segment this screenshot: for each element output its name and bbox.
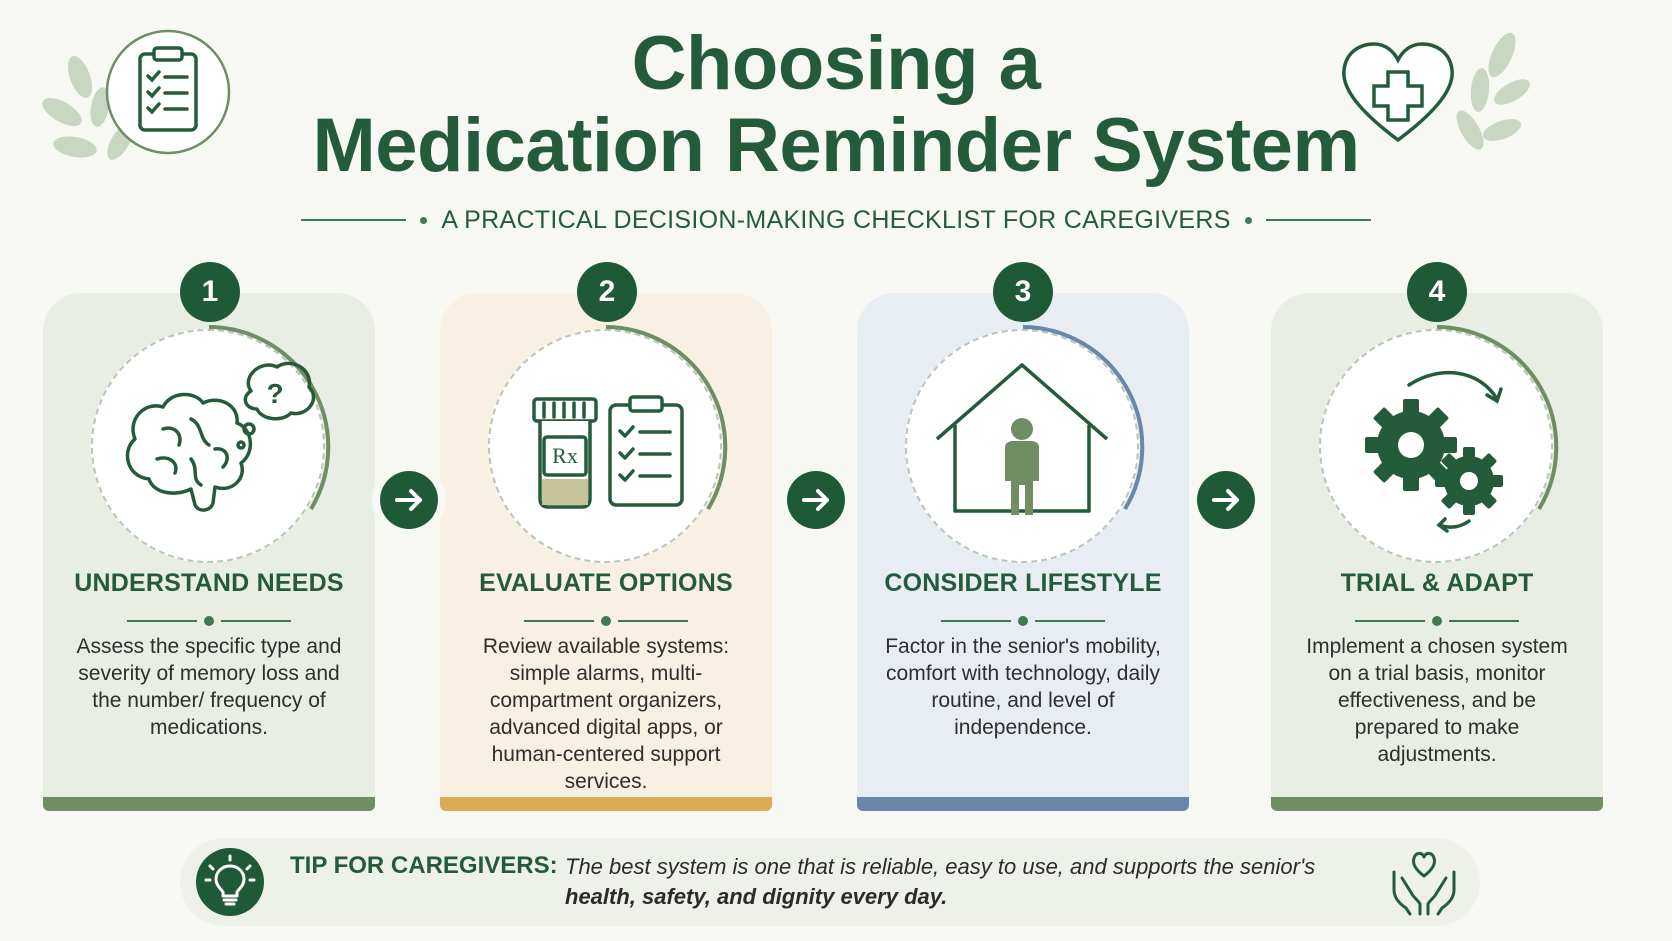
caregiver-tip-panel [180,838,1480,926]
step-number-badge: 4 [1407,262,1467,322]
subtitle-rule-right [1265,219,1371,221]
home-person-icon [935,363,1109,515]
pill-bottle-checklist-icon: Rx [532,395,684,509]
subtitle-dot-right [1244,216,1252,224]
page-subtitle: A PRACTICAL DECISION-MAKING CHECKLIST FO… [441,205,1231,234]
leaves-left-decoration [40,52,150,172]
progress-arc [1436,325,1559,511]
progress-arc [208,325,331,511]
arrow-right-icon [1197,471,1255,529]
arrow-right-icon [787,471,845,529]
leaves-right-decoration [1440,30,1530,160]
tip-text-line2: health, safety, and dignity every day. [565,884,948,909]
step-title: CONSIDER LIFESTYLE [884,569,1162,597]
subtitle-row: A PRACTICAL DECISION-MAKING CHECKLIST FO… [296,202,1376,238]
step-divider [127,616,291,626]
step-number-badge: 3 [993,262,1053,322]
progress-arc [1022,325,1145,511]
step-divider [941,616,1105,626]
tip-label: TIP FOR CAREGIVERS: [290,852,558,879]
tip-text-line1: The best system is one that is reliable,… [565,854,1316,879]
page-title-line1: Choosing a [631,21,1041,106]
step-divider [1355,616,1519,626]
step-divider [524,616,688,626]
progress-arc [605,325,728,511]
subtitle-rule-left [301,219,407,221]
clipboard-emblem-icon [104,28,232,156]
svg-text:?: ? [266,378,283,409]
step-description: Review available systems: simple alarms,… [482,635,730,793]
accent-bar [1271,797,1603,811]
page-title-line2: Medication Reminder System [312,103,1360,188]
step-card-4: TRIAL & ADAPT Implement a chosen system … [1271,293,1603,811]
step-card-3: CONSIDER LIFESTYLE Factor in the senior'… [857,293,1189,811]
hands-heart-icon [1386,846,1462,918]
step-title: EVALUATE OPTIONS [479,569,733,597]
step-number-badge: 1 [180,262,240,322]
accent-bar [440,797,772,811]
arrow-right-icon [380,471,438,529]
accent-bar [857,797,1189,811]
step-card-2: Rx EVALUATE OPTIONS Review available sys… [440,293,772,811]
brain-question-icon: ? [125,361,316,512]
step-title: UNDERSTAND NEEDS [74,569,344,597]
step-number-badge: 2 [577,262,637,322]
accent-bar [43,797,375,811]
lightbulb-icon [196,848,264,916]
tip-text: The best system is one that is reliable,… [565,852,1325,912]
step-description: Assess the specific type and severity of… [76,635,342,739]
svg-text:Rx: Rx [552,443,578,468]
step-card-1: ? UNDERSTAND NEEDS Assess the specific t… [43,293,375,811]
subtitle-dot-left [420,216,428,224]
step-description: Factor in the senior's mobility, comfort… [885,635,1161,739]
step-description: Implement a chosen system on a trial bas… [1306,635,1568,766]
gears-cycle-icon [1365,371,1503,533]
heart-cross-emblem-icon [1338,40,1458,148]
step-title: TRIAL & ADAPT [1340,569,1534,597]
